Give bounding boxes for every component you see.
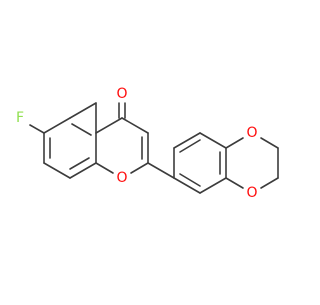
bond — [43, 117, 71, 134]
aryl-link-bond — [147, 162, 175, 179]
double-bond-inner — [69, 157, 90, 170]
bond — [260, 137, 279, 149]
structure-canvas: O F O O O — [15, 86, 279, 201]
bond — [260, 177, 279, 189]
dioxane-oxygen-bottom-label: O — [246, 185, 257, 201]
bond — [225, 137, 244, 149]
bond — [95, 117, 123, 134]
double-bond-inner — [71, 123, 92, 136]
ring-oxygen-label: O — [116, 170, 127, 186]
pyranone-ring — [95, 102, 149, 174]
bond — [121, 117, 149, 134]
double-bond-inner — [179, 173, 201, 187]
bond — [69, 162, 97, 179]
bond — [95, 162, 114, 174]
molecule-structure: O F O O O — [16, 86, 279, 201]
carbonyl-oxygen-label: O — [116, 86, 127, 102]
double-bond-inner — [179, 139, 201, 153]
bond — [173, 132, 201, 149]
fluorine-label: F — [16, 110, 24, 126]
bond — [173, 177, 201, 194]
dioxane-ring — [225, 137, 279, 189]
benzodioxane-aromatic-ring — [173, 132, 227, 194]
bond — [199, 132, 227, 149]
bond — [130, 162, 149, 174]
bond — [43, 162, 71, 179]
dioxane-oxygen-top-label: O — [246, 125, 257, 141]
bond — [69, 102, 97, 119]
bond — [199, 177, 227, 194]
bond — [225, 177, 244, 189]
benzo-ring — [43, 102, 97, 179]
fluoro-bond — [29, 124, 45, 134]
